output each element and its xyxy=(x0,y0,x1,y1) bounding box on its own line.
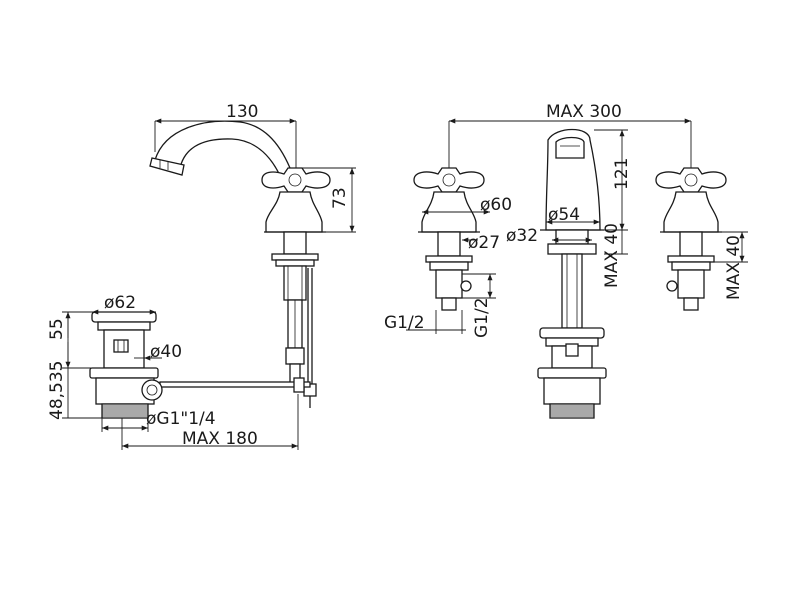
label-48535: 48,535 xyxy=(47,361,67,420)
label-d54: ø54 xyxy=(548,205,580,225)
label-max40-right: MAX 40 xyxy=(724,235,744,300)
waste-thread xyxy=(102,405,148,417)
pop-up-waste xyxy=(89,311,163,419)
spout-aerator xyxy=(149,157,185,176)
label-max180: MAX 180 xyxy=(182,429,258,449)
label-max40-center: MAX 40 xyxy=(602,223,622,288)
side-view-mixer xyxy=(149,120,331,408)
label-130: 130 xyxy=(226,102,258,122)
left-handle-valve xyxy=(413,167,485,311)
label-d27: ø27 xyxy=(468,233,500,253)
label-d60: ø60 xyxy=(480,195,512,215)
right-handle-valve xyxy=(655,167,727,311)
label-g1-1-4: øG1"1/4 xyxy=(146,409,216,429)
pop-up-lever xyxy=(159,381,311,388)
center-waste-thread xyxy=(550,405,594,417)
label-d62: ø62 xyxy=(104,293,136,313)
center-spout xyxy=(537,128,607,419)
label-121: 121 xyxy=(612,158,632,190)
mixer-body xyxy=(265,191,323,233)
dimension-labels: 130 73 ø62 ø40 55 48,535 øG1"1/4 MAX 180… xyxy=(47,102,744,449)
cross-handle xyxy=(261,167,331,193)
label-d40: ø40 xyxy=(150,342,182,362)
dimension-lines-left xyxy=(62,118,356,450)
label-g12-vertical: G1/2 xyxy=(472,297,492,338)
mixer-shank xyxy=(283,231,307,255)
dimension-lines-right xyxy=(406,118,748,334)
label-d32: ø32 xyxy=(506,226,538,246)
label-55: 55 xyxy=(47,318,67,340)
label-max300: MAX 300 xyxy=(546,102,622,122)
label-73: 73 xyxy=(330,187,350,209)
label-g12-horizontal: G1/2 xyxy=(384,313,425,333)
